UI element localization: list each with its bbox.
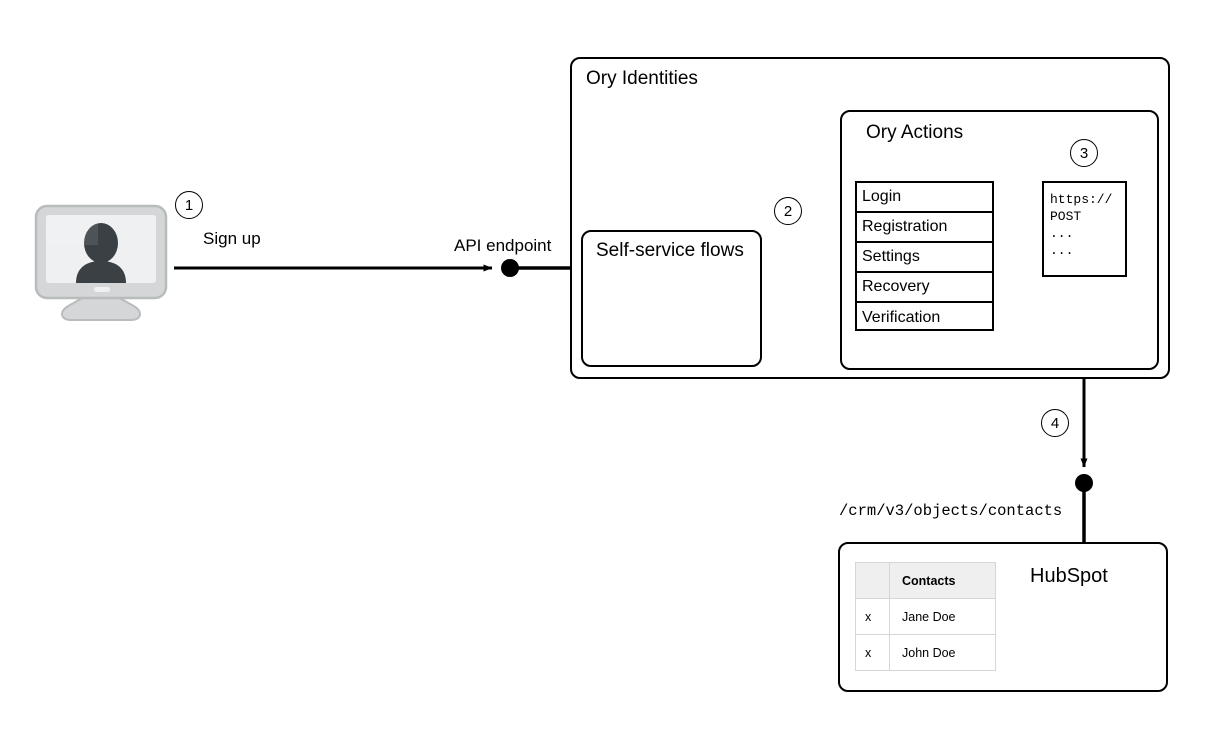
flow-item-label: Recovery: [862, 278, 930, 295]
api-endpoint-connector: [501, 259, 572, 277]
step-marker-3: 3: [1070, 139, 1098, 167]
request-line: https://: [1050, 192, 1113, 207]
table-row[interactable]: x John Doe: [855, 634, 996, 671]
flow-item-login[interactable]: Login: [857, 183, 992, 213]
step-marker-4: 4: [1041, 409, 1069, 437]
request-line: ...: [1050, 226, 1074, 241]
flow-item-recovery[interactable]: Recovery: [857, 273, 992, 303]
sign-up-label: Sign up: [203, 229, 261, 248]
table-header-row: Contacts: [855, 562, 996, 599]
flow-item-registration[interactable]: Registration: [857, 213, 992, 243]
api-endpoint-label: API endpoint: [454, 236, 552, 255]
self-service-flows-list: Login Registration Settings Recovery Ver…: [855, 181, 994, 331]
hubspot-title: HubSpot: [1030, 565, 1108, 587]
flow-item-settings[interactable]: Settings: [857, 243, 992, 273]
table-cell-mark: x: [855, 634, 890, 671]
ory-actions-title: Ory Actions: [866, 122, 964, 143]
http-request-box: https:// POST ... ...: [1042, 181, 1127, 277]
table-cell-mark: x: [855, 598, 890, 635]
table-header-cell-contacts: Contacts: [889, 562, 996, 599]
self-service-flows-container: [581, 230, 762, 367]
step-marker-1: 1: [175, 191, 203, 219]
user-monitor-icon: [34, 204, 168, 321]
flow-item-label: Verification: [862, 309, 941, 326]
self-service-flows-title: Self-service flows: [596, 240, 744, 261]
flow-item-label: Registration: [862, 218, 948, 235]
table-header-cell-blank: [855, 562, 890, 599]
flow-item-label: Login: [862, 188, 902, 205]
ory-identities-title: Ory Identities: [586, 68, 698, 89]
table-cell-name: Jane Doe: [889, 598, 996, 635]
request-line: ...: [1050, 243, 1074, 258]
request-line: POST: [1050, 209, 1082, 224]
flow-item-label: Settings: [862, 248, 920, 265]
table-cell-name: John Doe: [889, 634, 996, 671]
table-row[interactable]: x Jane Doe: [855, 598, 996, 635]
step-marker-2: 2: [774, 197, 802, 225]
crm-path-label: /crm/v3/objects/contacts: [839, 502, 1063, 520]
flow-item-verification[interactable]: Verification: [857, 303, 992, 333]
contacts-table: Contacts x Jane Doe x John Doe: [855, 562, 996, 671]
